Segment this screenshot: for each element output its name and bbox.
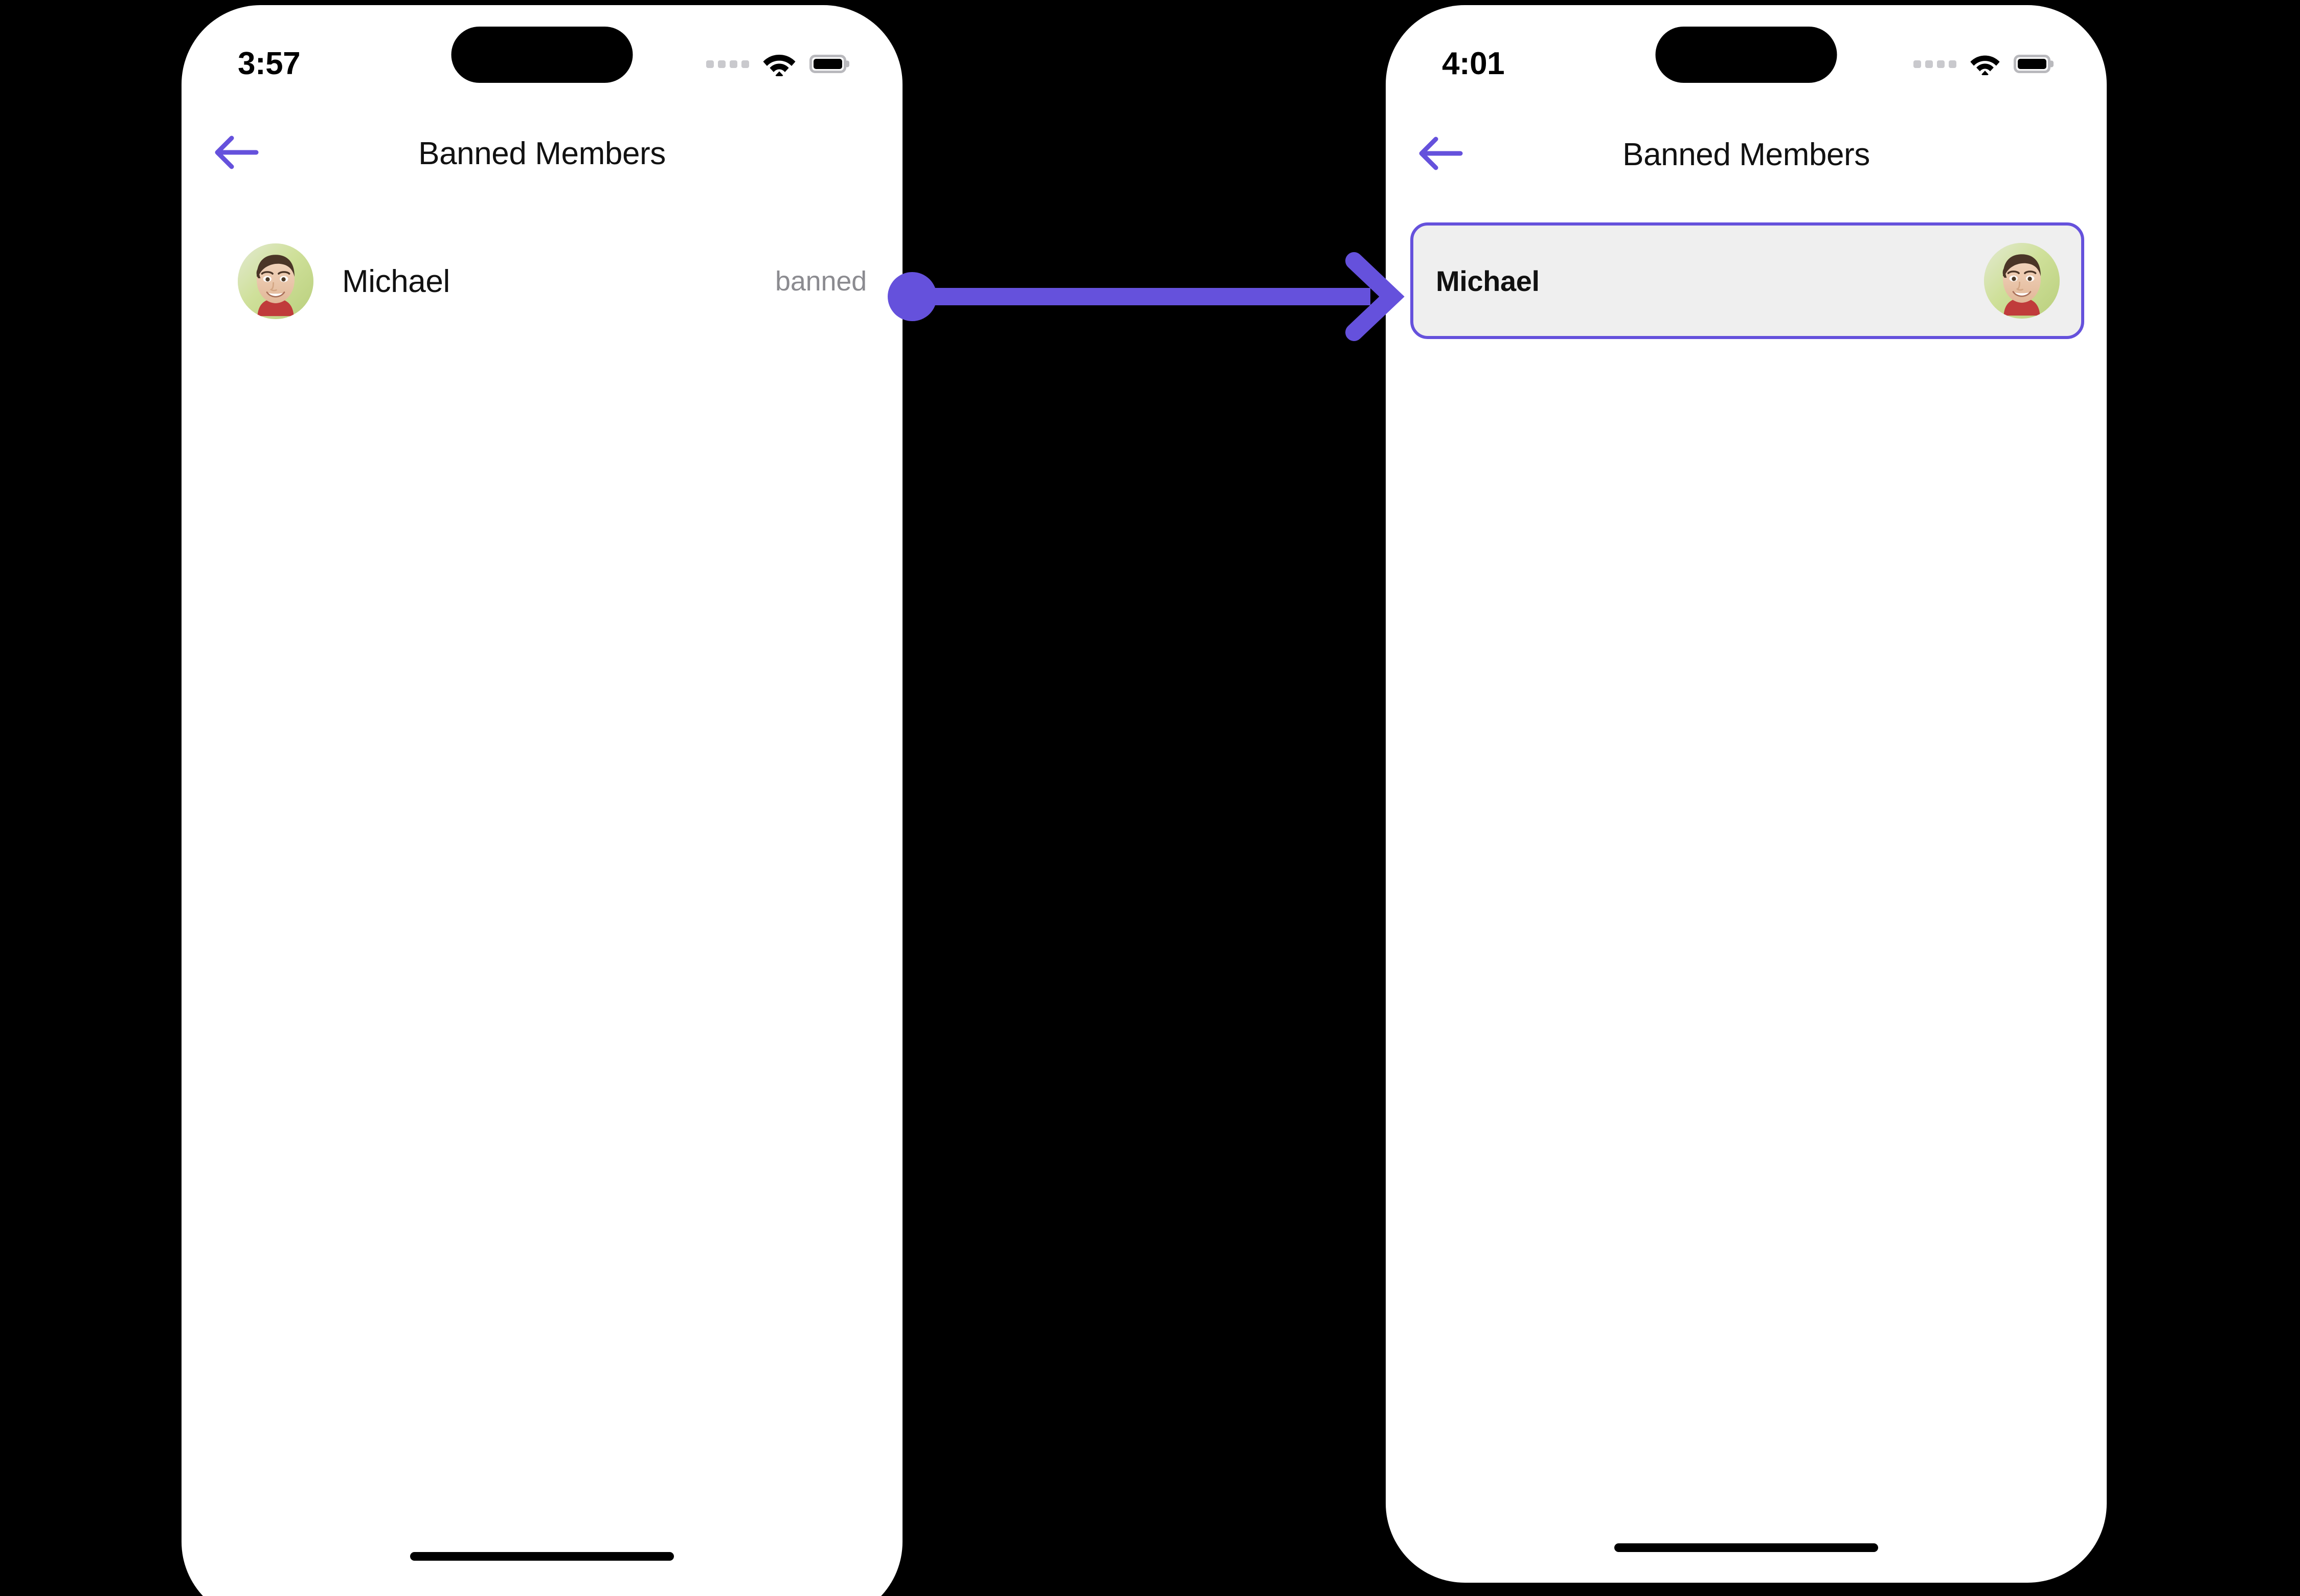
page-title: Banned Members (418, 136, 666, 171)
member-name: Michael (1436, 264, 1540, 297)
member-name: Michael (342, 263, 450, 299)
banned-status-label: banned (775, 266, 867, 297)
signal-dots-icon (1913, 60, 1956, 68)
status-bar-indicators (706, 52, 846, 76)
navigation-bar: Banned Members (1386, 124, 2107, 185)
arrow-left-icon (213, 134, 260, 173)
home-indicator-bar[interactable] (1614, 1543, 1878, 1552)
back-button[interactable] (207, 124, 266, 183)
user-photo-avatar (238, 243, 313, 319)
navigation-bar: Banned Members (182, 123, 903, 184)
home-indicator-bar[interactable] (410, 1552, 674, 1561)
phone-screen-before: 3:57 (182, 5, 903, 1596)
status-bar-time: 3:57 (238, 46, 301, 81)
dynamic-island (451, 27, 633, 83)
phone-screen-after: 4:01 (1386, 5, 2107, 1583)
wifi-icon (762, 52, 796, 76)
page-title: Banned Members (1622, 137, 1870, 172)
dynamic-island (1655, 27, 1837, 83)
back-button[interactable] (1411, 125, 1470, 184)
battery-full-icon (2014, 55, 2050, 73)
battery-full-icon (809, 55, 846, 73)
wifi-icon (1970, 53, 2000, 75)
status-bar-indicators (1913, 53, 2050, 75)
member-card-highlighted[interactable]: Michael (1410, 222, 2084, 339)
status-bar-time: 4:01 (1442, 46, 1505, 81)
status-bar: 4:01 (1386, 5, 2107, 95)
arrow-left-icon (1417, 135, 1464, 174)
banned-member-row[interactable]: Michael banned (182, 240, 903, 322)
user-photo-avatar (1984, 243, 2060, 319)
status-bar: 3:57 (182, 5, 903, 95)
signal-dots-icon (706, 60, 749, 68)
